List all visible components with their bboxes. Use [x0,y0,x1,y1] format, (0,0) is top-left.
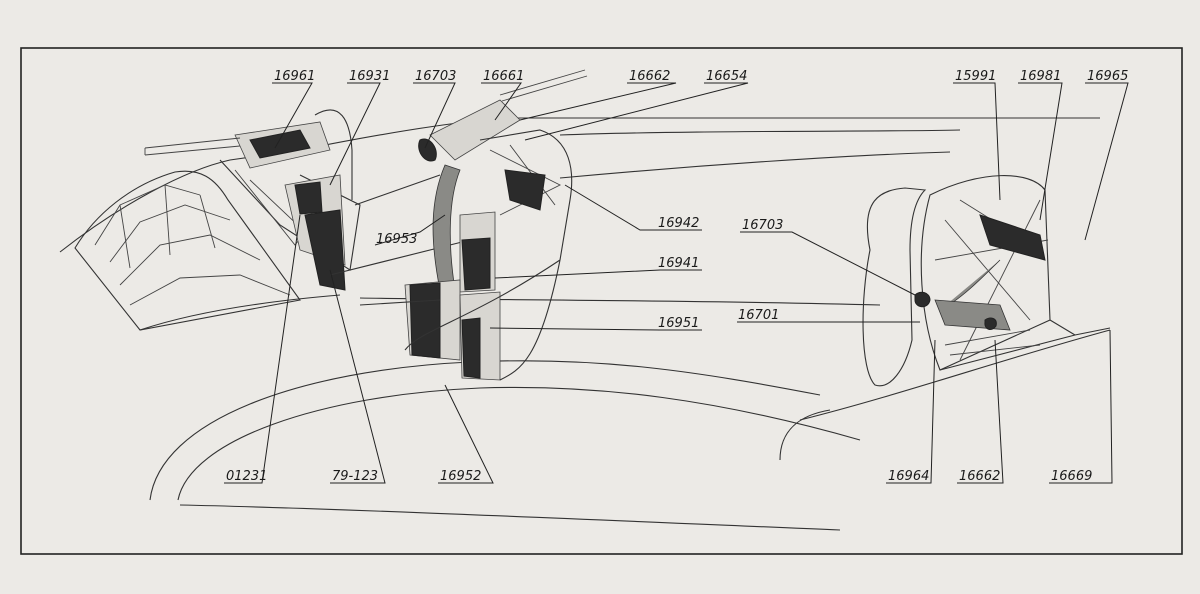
rear-turret [862,175,1111,387]
front-canopy [74,170,301,331]
label-16931: 16931 [349,69,390,84]
label-16941: 16941 [658,256,699,271]
part-number-labels: 16961 16931 16703 16661 16662 16654 1599… [226,69,1128,484]
forward-gun-mount [144,109,471,291]
label-16662-top: 16662 [629,69,670,84]
label-16942: 16942 [658,216,699,231]
label-16701: 16701 [738,308,779,323]
label-16964: 16964 [888,469,929,484]
label-16669: 16669 [1051,469,1092,484]
label-16981: 16981 [1020,69,1061,84]
leader-lines [224,82,1129,484]
label-15991: 15991 [955,69,996,84]
label-16951: 16951 [658,316,699,331]
diagram-frame [20,47,1183,555]
dorsal-gun-mount [359,69,588,381]
fuselage-outline [59,117,1111,531]
label-79-123: 79-123 [332,469,378,484]
label-16952: 16952 [440,469,481,484]
label-16953: 16953 [376,232,417,247]
label-01231: 01231 [226,469,267,484]
label-16661: 16661 [483,69,524,84]
label-16654: 16654 [706,69,747,84]
label-16662-bottom: 16662 [959,469,1000,484]
label-16703-top: 16703 [415,69,456,84]
label-16703-mid: 16703 [742,218,783,233]
label-16965: 16965 [1087,69,1128,84]
label-16961: 16961 [274,69,315,84]
